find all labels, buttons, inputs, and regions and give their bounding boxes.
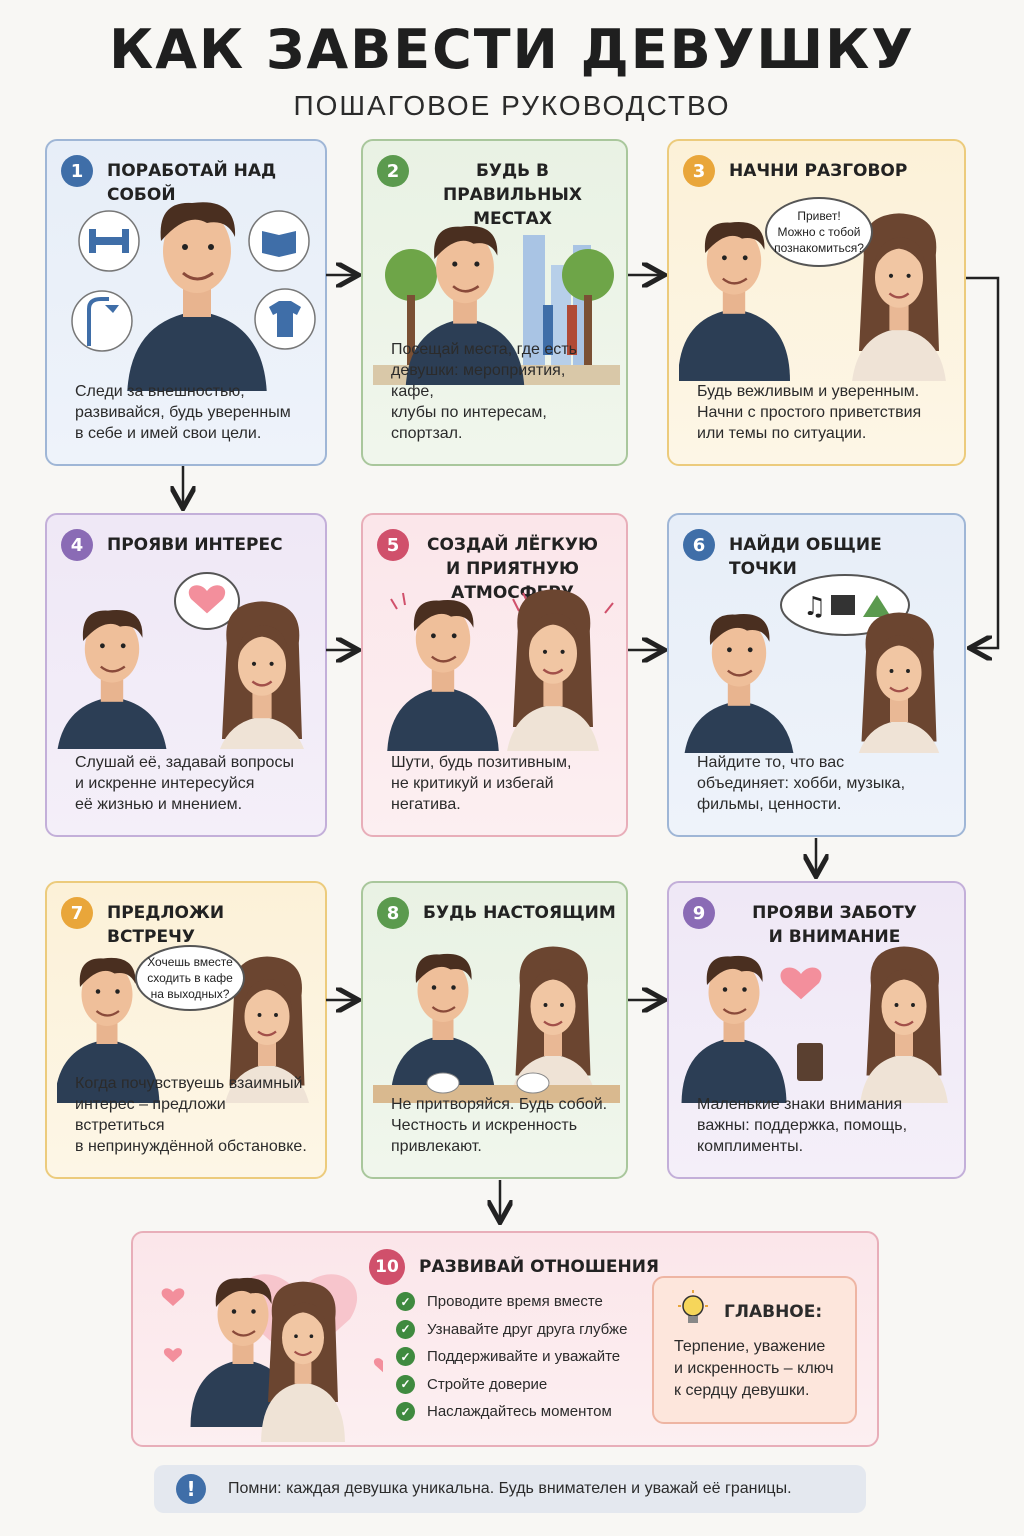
- step-text: Посещай места, где есть девушки: меропри…: [391, 341, 577, 442]
- step-text: Шути, будь позитивным, не критикуй и изб…: [391, 754, 572, 813]
- step-text: Слушай её, задавай вопросы и искренне ин…: [75, 754, 294, 813]
- key-takeaway-box: ГЛАВНОЕ: Терпение, уважение и искренност…: [652, 1276, 857, 1424]
- step-title: ПРОЯВИ ИНТЕРЕС: [107, 535, 283, 555]
- footer-text: Помни: каждая девушка уникальна. Будь вн…: [228, 1480, 792, 1497]
- step-card-5: 5 СОЗДАЙ ЛЁГКУЮ И ПРИЯТНУЮ АТМОСФЕРУ Шут…: [361, 513, 628, 837]
- list-item: ✓Наслаждайтесь моментом: [396, 1398, 627, 1426]
- speech-bubble: Хочешь вместе сходить в кафе на выходных…: [135, 945, 245, 1011]
- step-card-6: 6 НАЙДИ ОБЩИЕ ТОЧКИ ♫ Найдите то, что ва…: [667, 513, 966, 837]
- list-item: ✓Узнавайте друг друга глубже: [396, 1316, 627, 1344]
- check-icon: ✓: [396, 1292, 415, 1312]
- clapperboard-icon: [831, 595, 855, 615]
- step-number: 4: [61, 529, 93, 561]
- step-title: РАЗВИВАЙ ОТНОШЕНИЯ: [419, 1257, 660, 1277]
- step-text: Будь вежливым и уверенным. Начни с прост…: [697, 383, 922, 442]
- takeaway-title: ГЛАВНОЕ:: [724, 1302, 823, 1322]
- check-icon: ✓: [396, 1319, 415, 1339]
- step-text: Следи за внешностью, развивайся, будь ув…: [75, 383, 291, 442]
- step-number: 8: [377, 897, 409, 929]
- heart-icon: [161, 1288, 185, 1306]
- step-card-8: 8 БУДЬ НАСТОЯЩИМ Не притворяйся. Будь со…: [361, 881, 628, 1179]
- footer-note: ! Помни: каждая девушка уникальна. Будь …: [154, 1465, 866, 1513]
- check-icon: ✓: [396, 1402, 415, 1422]
- step-title: БУДЬ НАСТОЯЩИМ: [423, 903, 616, 923]
- dumbbell-icon: [78, 210, 140, 272]
- common-ground-illustration: ♫: [681, 574, 946, 753]
- step-number: 3: [683, 155, 715, 187]
- list-item: ✓Стройте доверие: [396, 1371, 627, 1399]
- show-interest-illustration: [57, 572, 312, 749]
- step-number: 6: [683, 529, 715, 561]
- step-text: Найдите то, что вас объединяет: хобби, м…: [697, 754, 906, 813]
- step-title: НАЧНИ РАЗГОВОР: [729, 161, 908, 181]
- check-icon: ✓: [396, 1374, 415, 1394]
- info-icon: !: [176, 1474, 206, 1504]
- book-icon: [248, 210, 310, 272]
- step-title: НАЙДИ ОБЩИЕ ТОЧКИ: [729, 535, 882, 579]
- page-title: КАК ЗАВЕСТИ ДЕВУШКУ: [109, 18, 915, 81]
- coffee-cup-icon: [426, 1072, 460, 1094]
- positive-atmosphere-illustration: [385, 588, 614, 751]
- step-number: 9: [683, 897, 715, 929]
- step-card-9: 9 ПРОЯВИ ЗАБОТУ И ВНИМАНИЕ Маленькие зна…: [667, 881, 966, 1179]
- park-illustration: [373, 224, 620, 385]
- step-number: 5: [377, 529, 409, 561]
- cafe-illustration: [373, 945, 620, 1103]
- step-number: 2: [377, 155, 409, 187]
- step-number: 7: [61, 897, 93, 929]
- coffee-cup-icon: [797, 1043, 823, 1081]
- takeaway-text: Терпение, уважение и искренность – ключ …: [674, 1338, 834, 1399]
- step-text: Когда почувствуешь взаимный интерес – пр…: [75, 1075, 307, 1155]
- step-title: БУДЬ В ПРАВИЛЬНЫХ МЕСТАХ: [442, 161, 583, 229]
- step-number: 1: [61, 155, 93, 187]
- step-title: ПРЕДЛОЖИ ВСТРЕЧУ: [107, 903, 225, 947]
- music-icon: ♫: [803, 592, 826, 622]
- coffee-cup-icon: [516, 1072, 550, 1094]
- relationship-checklist: ✓Проводите время вместе ✓Узнавайте друг …: [396, 1288, 627, 1426]
- shower-icon: [71, 290, 133, 352]
- list-item: ✓Проводите время вместе: [396, 1288, 627, 1316]
- step-card-4: 4 ПРОЯВИ ИНТЕРЕС Слушай её, задавай вопр…: [45, 513, 327, 837]
- step-number: 10: [369, 1249, 405, 1285]
- speech-bubble: Привет! Можно с тобой познакомиться?: [765, 197, 873, 267]
- step-card-2: 2 БУДЬ В ПРАВИЛЬНЫХ МЕСТАХ Посещай места…: [361, 139, 628, 466]
- mountain-icon: [863, 595, 891, 617]
- heart-icon: [373, 1358, 383, 1373]
- list-item: ✓Поддерживайте и уважайте: [396, 1343, 627, 1371]
- step-text: Не притворяйся. Будь собой. Честность и …: [391, 1096, 608, 1155]
- care-illustration: [680, 945, 951, 1103]
- step-text: Маленькие знаки внимания важны: поддержк…: [697, 1096, 908, 1155]
- step-title: ПОРАБОТАЙ НАД СОБОЙ: [107, 161, 277, 205]
- couple-illustration: [161, 1274, 383, 1442]
- step-title: ПРОЯВИ ЗАБОТУ И ВНИМАНИЕ: [752, 903, 917, 947]
- tshirt-icon: [254, 288, 316, 350]
- step-card-3: 3 НАЧНИ РАЗГОВОР Привет! Можно с тобой п…: [667, 139, 966, 466]
- step-title: СОЗДАЙ ЛЁГКУЮ И ПРИЯТНУЮ АТМОСФЕРУ: [427, 535, 598, 603]
- self-improvement-illustration: [71, 200, 316, 391]
- check-icon: ✓: [396, 1347, 415, 1367]
- arrow-3-6: [966, 276, 1000, 648]
- heart-icon: [780, 967, 822, 1000]
- lightbulb-icon: [678, 1290, 708, 1323]
- heart-icon: [163, 1348, 183, 1363]
- page-subtitle: ПОШАГОВОЕ РУКОВОДСТВО: [293, 90, 731, 121]
- step-card-1: 1 ПОРАБОТАЙ НАД СОБОЙ Следи за внешность…: [45, 139, 327, 466]
- step-card-7: 7 ПРЕДЛОЖИ ВСТРЕЧУ Хочешь вместе сходить…: [45, 881, 327, 1179]
